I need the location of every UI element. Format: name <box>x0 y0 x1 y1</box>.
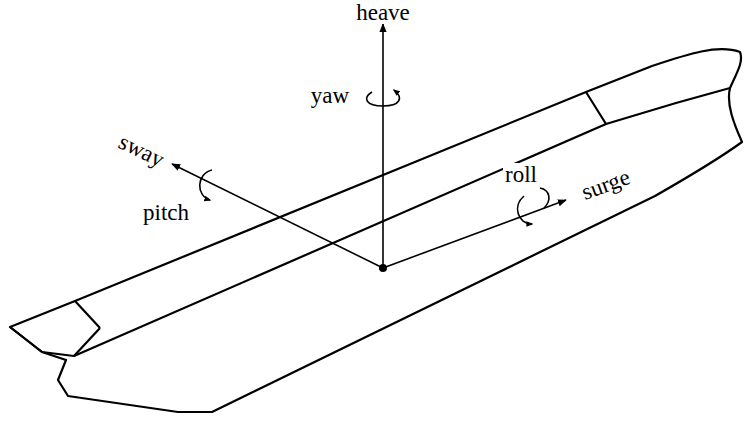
axis-label: surge <box>577 164 635 204</box>
rotation-label: roll <box>503 163 539 186</box>
pitch-curl <box>200 170 212 200</box>
hull-outline <box>10 49 742 412</box>
surge-axis <box>383 200 566 268</box>
stern-line <box>10 301 100 352</box>
deck-line <box>74 328 100 356</box>
rotation-label: pitch <box>141 201 191 224</box>
forecastle-line <box>586 88 730 124</box>
deck-edge <box>42 124 606 356</box>
roll-curl <box>518 196 532 224</box>
heave-axis <box>382 24 384 268</box>
yaw-curl <box>367 90 400 106</box>
axis-label: sway <box>114 128 170 171</box>
axis-label: heave <box>354 1 412 24</box>
sway-axis <box>172 164 383 268</box>
roll-curl-tail <box>540 188 549 208</box>
rotation-label: yaw <box>309 84 351 107</box>
origin-dot <box>379 264 387 272</box>
